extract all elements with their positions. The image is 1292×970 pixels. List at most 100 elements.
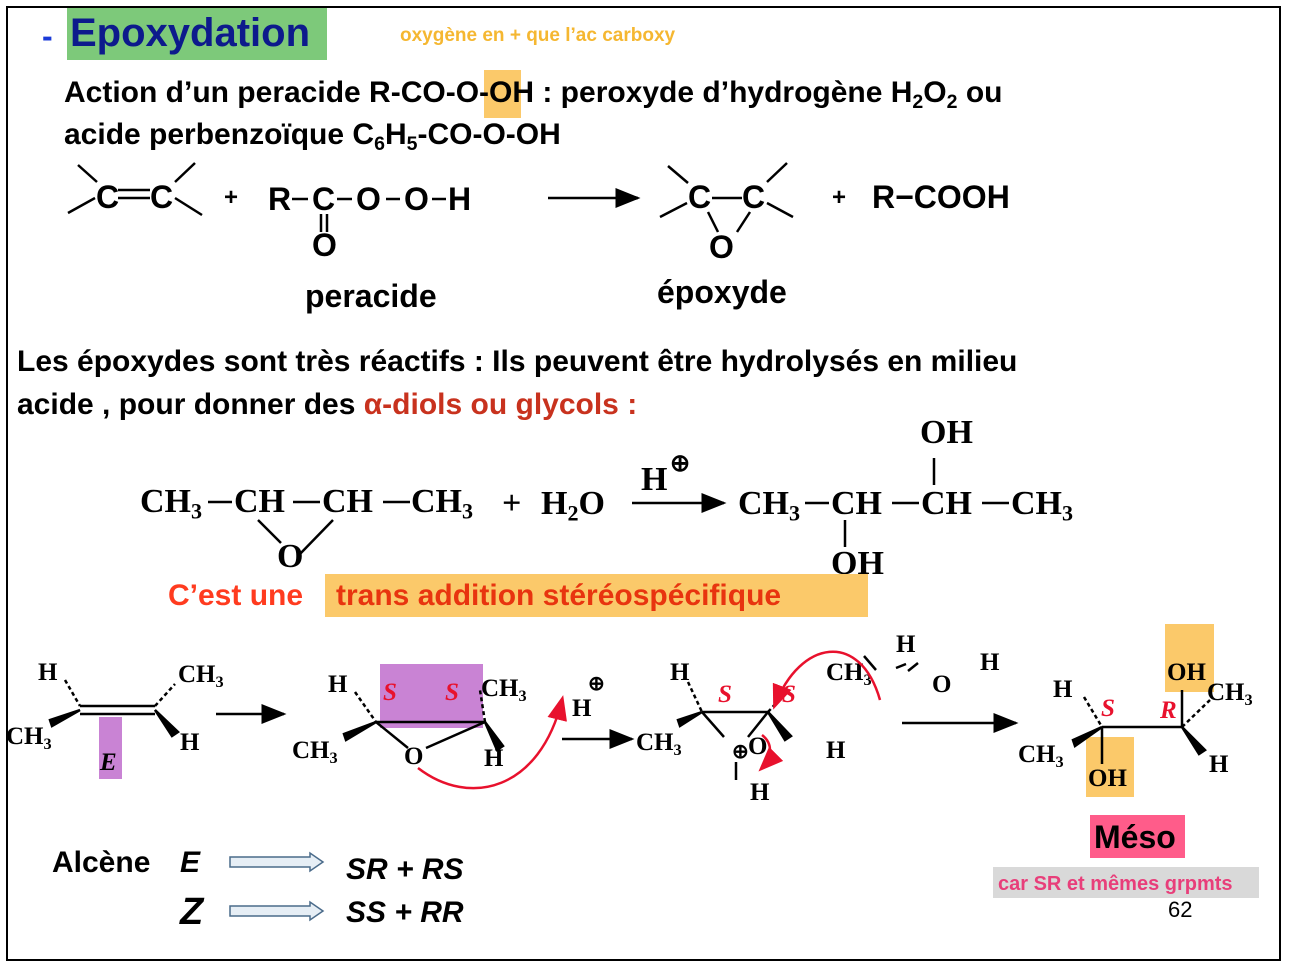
peracid-hydrogen: H <box>448 181 472 217</box>
alkene-e-bonds <box>48 679 180 738</box>
oxygen: O <box>404 743 424 770</box>
plus-sign: + <box>502 485 522 522</box>
hydrogen: H <box>484 745 504 772</box>
label-peracide: peracide <box>305 278 437 314</box>
title-note: oxygène en + que l’ac carboxy <box>400 25 676 46</box>
methyl: CH3 <box>1018 741 1064 771</box>
s-label: S <box>445 679 459 706</box>
paragraph-line-1: Les époxydes sont très réactifs : Ils pe… <box>17 345 1018 378</box>
peracid-oxygen: O <box>356 181 381 217</box>
product-ch3: CH3 <box>738 485 801 526</box>
oh-highlight <box>1165 624 1214 692</box>
paragraph-line-2: acide , pour donner des α-diols ou glyco… <box>17 388 638 421</box>
hydrogen: H <box>896 631 916 658</box>
epoxide-ss-bonds <box>342 689 505 752</box>
positive-charge-icon: ⊕ <box>670 451 691 477</box>
methyl: CH3 <box>292 737 338 767</box>
alkene-label: Alcène <box>52 846 151 879</box>
page-title: Epoxydation <box>70 11 311 55</box>
r-label: R <box>1160 697 1177 724</box>
diol-bonds <box>1071 690 1211 764</box>
e-highlight <box>99 717 122 779</box>
reactant-ch: CH <box>322 483 373 520</box>
hydrogen: H <box>1053 676 1073 703</box>
hydrogen: H <box>750 779 770 806</box>
peracid-r: R <box>268 181 292 217</box>
epoxide-carbon: C <box>688 179 712 215</box>
water: H2O <box>541 485 605 526</box>
methyl: CH3 <box>6 723 52 753</box>
carboxylic-acid: R−COOH <box>872 179 1010 215</box>
product-ch: CH <box>831 485 882 522</box>
e-label: E <box>100 749 117 776</box>
intro-line-2: acide perbenzoïque C6H5-CO-O-OH <box>64 118 561 155</box>
product-ch3: CH3 <box>1011 485 1074 526</box>
s-label: S <box>718 681 732 708</box>
hydrogen: H <box>980 649 1000 676</box>
e-result: SR + RS <box>346 853 464 886</box>
peracid-bonds <box>292 197 446 232</box>
product-oh: OH <box>920 414 973 451</box>
meso-label: Méso <box>1094 819 1176 855</box>
reactant-ch: CH <box>234 483 285 520</box>
alkene-z-label: Z <box>180 891 204 933</box>
positive-charge-icon: ⊕ <box>732 741 749 763</box>
hydrogen: H <box>670 659 690 686</box>
slide-frame <box>6 6 1281 961</box>
protonated-epoxide-bonds <box>676 655 919 780</box>
plus-sign: + <box>224 184 239 211</box>
alkene-carbon: C <box>150 179 174 215</box>
label-epoxyde: époxyde <box>657 274 787 310</box>
alkene-bonds <box>67 162 203 217</box>
stereo-highlight-text: trans addition stéréospécifique <box>336 579 782 612</box>
hydrogen: H <box>328 671 348 698</box>
reactant-ch3: CH3 <box>140 483 203 524</box>
oxygen-highlight <box>484 70 521 118</box>
ss-highlight <box>380 664 483 728</box>
summary-arrows <box>229 851 325 922</box>
hydroxyl: OH <box>1167 659 1206 686</box>
water-attack-arrow <box>772 650 882 710</box>
reason-box <box>993 867 1259 898</box>
reactant-ch3: CH3 <box>411 483 474 524</box>
ring-opening-arrow <box>758 734 784 772</box>
title-highlight <box>67 8 327 60</box>
catalyst-proton: H <box>641 461 668 498</box>
epoxide-carbon: C <box>742 179 766 215</box>
hydrogen: H <box>572 695 592 722</box>
peracid-oxygen: O <box>404 181 429 217</box>
alkene-e-label: E <box>180 846 201 879</box>
epoxide-bonds <box>659 162 794 233</box>
page-number: 62 <box>1168 897 1193 922</box>
s-label: S <box>383 679 397 706</box>
s-label: S <box>1101 695 1115 722</box>
positive-charge-icon: ⊕ <box>588 673 605 695</box>
stereo-highlight <box>325 574 868 617</box>
hydrogen: H <box>38 659 58 686</box>
intro-line-1: Action d’un peracide R-CO-O-OH : peroxyd… <box>64 76 1003 113</box>
oxygen: O <box>932 671 952 698</box>
product-ch: CH <box>921 485 972 522</box>
meso-badge <box>1090 815 1185 858</box>
methyl: CH3 <box>636 729 682 759</box>
alkene-carbon: C <box>96 179 120 215</box>
hydrogen: H <box>1209 751 1229 778</box>
hydroxyl: OH <box>1088 765 1127 792</box>
methyl: CH3 <box>826 659 872 689</box>
title-dash: - <box>42 18 53 54</box>
z-result: SS + RR <box>346 896 464 929</box>
reaction2-bonds <box>208 458 1009 557</box>
peracid-carbon: C <box>312 181 336 217</box>
epoxide-oxygen: O <box>709 229 734 265</box>
meso-reason: car SR et mêmes grpmts <box>998 873 1233 895</box>
carbonyl-oxygen: O <box>312 227 337 263</box>
hydrogen: H <box>826 737 846 764</box>
stereo-prefix: C’est une <box>168 579 304 612</box>
oh-highlight <box>1086 737 1134 797</box>
methyl: CH3 <box>178 661 224 691</box>
plus-sign: + <box>832 184 847 211</box>
hydrogen: H <box>180 729 200 756</box>
electron-arrow <box>417 695 567 790</box>
